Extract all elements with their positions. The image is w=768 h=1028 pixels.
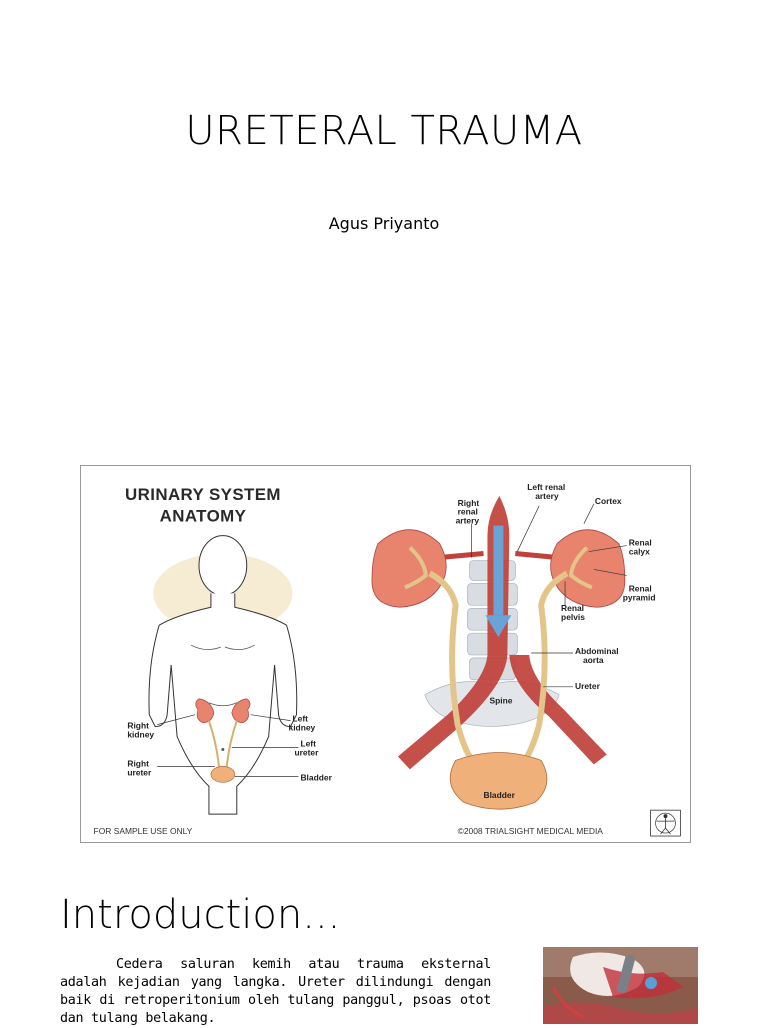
intro-body-text: Cedera saluran kemih atau trauma ekstern…	[60, 957, 491, 1026]
figure-title-line1: URINARY SYSTEM	[125, 485, 281, 504]
label-left-renal-artery-2: artery	[535, 491, 559, 501]
label-renal-calyx-1: Renal	[629, 538, 652, 548]
author-name: Agus Priyanto	[328, 214, 440, 233]
vitruvian-logo-icon	[650, 809, 681, 837]
label-renal-pelvis-1: Renal	[561, 603, 584, 613]
footer-left: FOR SAMPLE USE ONLY	[94, 826, 193, 836]
label-left-ureter-2: ureter	[294, 747, 319, 757]
label-left-renal-artery-1: Left renal	[527, 482, 565, 492]
figure-title-line2: ANATOMY	[160, 507, 247, 526]
urinary-system-figure: URINARY SYSTEM ANATOMY Right kidney	[80, 465, 691, 843]
label-right-ureter-2: ureter	[127, 767, 152, 777]
intro-heading: Introduction...	[60, 892, 341, 938]
kidneys-illustration	[371, 529, 626, 608]
label-renal-pelvis-2: pelvis	[561, 612, 585, 622]
body-outline	[148, 535, 298, 815]
label-right-ureter-1: Right	[127, 758, 149, 768]
label-renal-pyramid-1: Renal	[629, 583, 652, 593]
label-right-kidney-2: kidney	[127, 730, 154, 740]
surgical-photo	[543, 947, 698, 1024]
anatomy-illustration: URINARY SYSTEM ANATOMY Right kidney	[94, 482, 681, 837]
label-right-kidney-1: Right	[127, 721, 149, 731]
slide-title: URETERAL TRAUMA	[185, 108, 583, 154]
label-cortex: Cortex	[595, 496, 622, 506]
label-abdominal-aorta-2: aorta	[583, 655, 604, 665]
label-renal-calyx-2: calyx	[629, 547, 650, 557]
label-right-renal-artery-1: Right	[458, 498, 480, 508]
label-ureter: Ureter	[575, 681, 601, 691]
label-right-renal-artery-2: renal	[458, 507, 478, 517]
label-renal-pyramid-2: pyramid	[623, 592, 656, 602]
label-abdominal-aorta-1: Abdominal	[575, 646, 619, 656]
label-right-renal-artery-3: artery	[456, 516, 480, 526]
label-left-ureter-1: Left	[300, 739, 316, 749]
aorta-illustration	[397, 495, 607, 770]
small-urinary-tract	[195, 698, 251, 783]
label-bladder-large: Bladder	[483, 790, 515, 800]
label-bladder-small: Bladder	[300, 772, 332, 782]
ureters-illustration	[428, 570, 569, 767]
footer-right: ©2008 TRIALSIGHT MEDICAL MEDIA	[458, 826, 604, 836]
label-left-kidney-1: Left	[292, 714, 308, 724]
label-spine: Spine	[489, 696, 512, 706]
bladder-illustration	[449, 752, 548, 810]
label-left-kidney-2: kidney	[289, 723, 316, 733]
